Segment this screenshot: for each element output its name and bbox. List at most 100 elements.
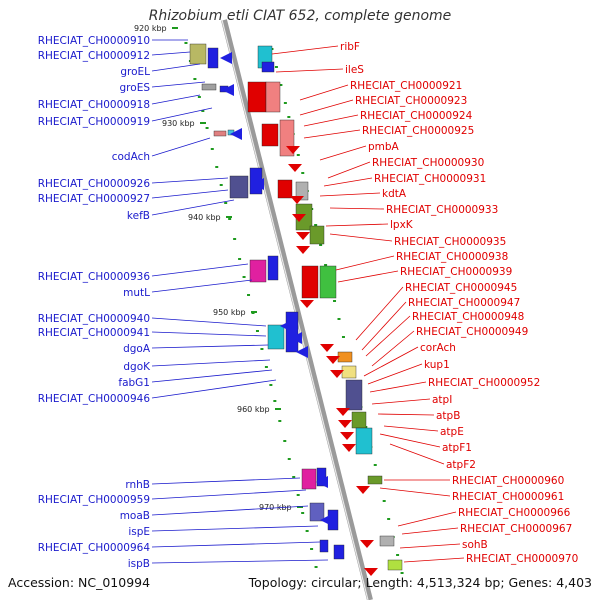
right-gene-label: atpF1 [442,442,472,454]
gene-labels: RHECIAT_CH0000910RHECIAT_CH0000912groELg… [38,35,579,570]
ruler-tick [224,202,228,204]
ruler-label: 940 kbp [188,213,221,222]
left-label-connector [151,477,301,485]
right-gene-label: atpF2 [446,459,476,471]
ruler-label-tick [297,506,303,508]
left-label-connector [151,505,309,516]
right-label-connector [377,413,435,416]
gene-arrow [230,128,242,140]
ruler-tick [314,566,318,568]
ruler-tick [310,548,314,550]
ruler-tick [382,500,386,502]
left-label-connector [151,344,269,349]
gene-arrow [320,514,332,526]
left-label-connector [151,489,307,500]
right-gene-label: RHECIAT_CH0000949 [416,326,528,338]
ruler-tick [341,336,345,338]
gene-arrow [342,444,356,452]
right-gene-label: atpI [432,394,452,406]
left-gene-label: RHECIAT_CH0000941 [38,327,150,339]
ruler-tick [387,518,391,520]
right-gene-label: RHECIAT_CH0000924 [360,110,473,122]
ruler-tick [273,400,277,402]
ruler-tick [274,66,278,68]
right-label-connector [319,145,367,161]
gene-arrow [340,432,354,440]
ruler-tick [219,184,223,186]
left-label-connector [151,331,267,337]
left-gene-label: dgoA [123,343,151,355]
left-gene-label: RHECIAT_CH0000959 [38,494,150,506]
gene-block [229,175,249,199]
left-label-connector [151,177,229,184]
right-label-connector [337,270,399,283]
right-label-connector [369,381,427,393]
left-gene-label: codAch [112,151,150,163]
left-gene-label: RHECIAT_CH0000927 [38,193,150,205]
left-label-connector [151,107,213,122]
axis-line [221,19,373,600]
right-gene-label: RHECIAT_CH0000952 [428,377,540,389]
ruler-tick [296,494,300,496]
gene-arrow [292,214,306,222]
right-label-connector [275,68,344,73]
right-label-connector [367,363,423,385]
ruler-tick [193,78,197,80]
gene-block [387,559,403,571]
left-label-connector [151,559,329,564]
left-label-connector [151,51,191,56]
right-label-connector [319,192,381,197]
ruler-label: 960 kbp [237,405,270,414]
ruler-tick [337,318,341,320]
ruler-tick [287,458,291,460]
right-label-connector [403,557,465,563]
gene-block [265,81,281,113]
gene-block [295,181,309,201]
gene-block [249,259,267,283]
right-gene-label: ileS [345,64,364,76]
gene-block [261,123,279,147]
ruler-tick [247,294,251,296]
right-label-connector [329,207,385,210]
right-gene-label: kdtA [382,188,407,200]
right-label-connector [325,223,389,227]
left-gene-label: groES [120,82,151,94]
ruler-label-tick [172,27,178,29]
ruler-tick [233,238,237,240]
right-gene-label: RHECIAT_CH0000925 [362,125,474,137]
right-gene-label: RHECIAT_CH0000938 [396,251,508,263]
gene-block [319,539,329,553]
gene-block [337,351,353,363]
left-gene-label: moaB [120,510,150,522]
gene-arrow [220,52,232,64]
gene-block [355,427,373,455]
gene-block [309,225,325,245]
right-label-connector [399,543,461,549]
gene-block [207,47,219,69]
right-gene-label: RHECIAT_CH0000931 [374,173,486,185]
left-label-connector [151,189,229,199]
ruler-tick [319,244,323,246]
left-label-connector [151,263,249,277]
gene-block [261,61,275,73]
right-label-connector [383,425,439,432]
right-gene-label: RHECIAT_CH0000948 [412,311,524,323]
right-label-connector [361,301,407,351]
gene-arrow [326,356,340,364]
right-label-connector [371,330,415,367]
right-gene-label: lpxK [390,219,414,231]
left-gene-label: RHECIAT_CH0000940 [38,313,150,325]
gene-arrow [330,370,344,378]
gene-arrow [296,232,310,240]
right-gene-label: RHECIAT_CH0000970 [466,553,578,565]
right-label-connector [327,161,371,179]
gene-arrow [296,346,308,358]
ruler-label-tick [275,408,281,410]
right-gene-label: sohB [462,539,488,551]
ruler-tick [292,476,296,478]
left-gene-label: dgoK [123,361,151,373]
gene-arrow [364,568,378,576]
right-gene-label: RHECIAT_CH0000939 [400,266,512,278]
ruler-label: 930 kbp [162,119,195,128]
